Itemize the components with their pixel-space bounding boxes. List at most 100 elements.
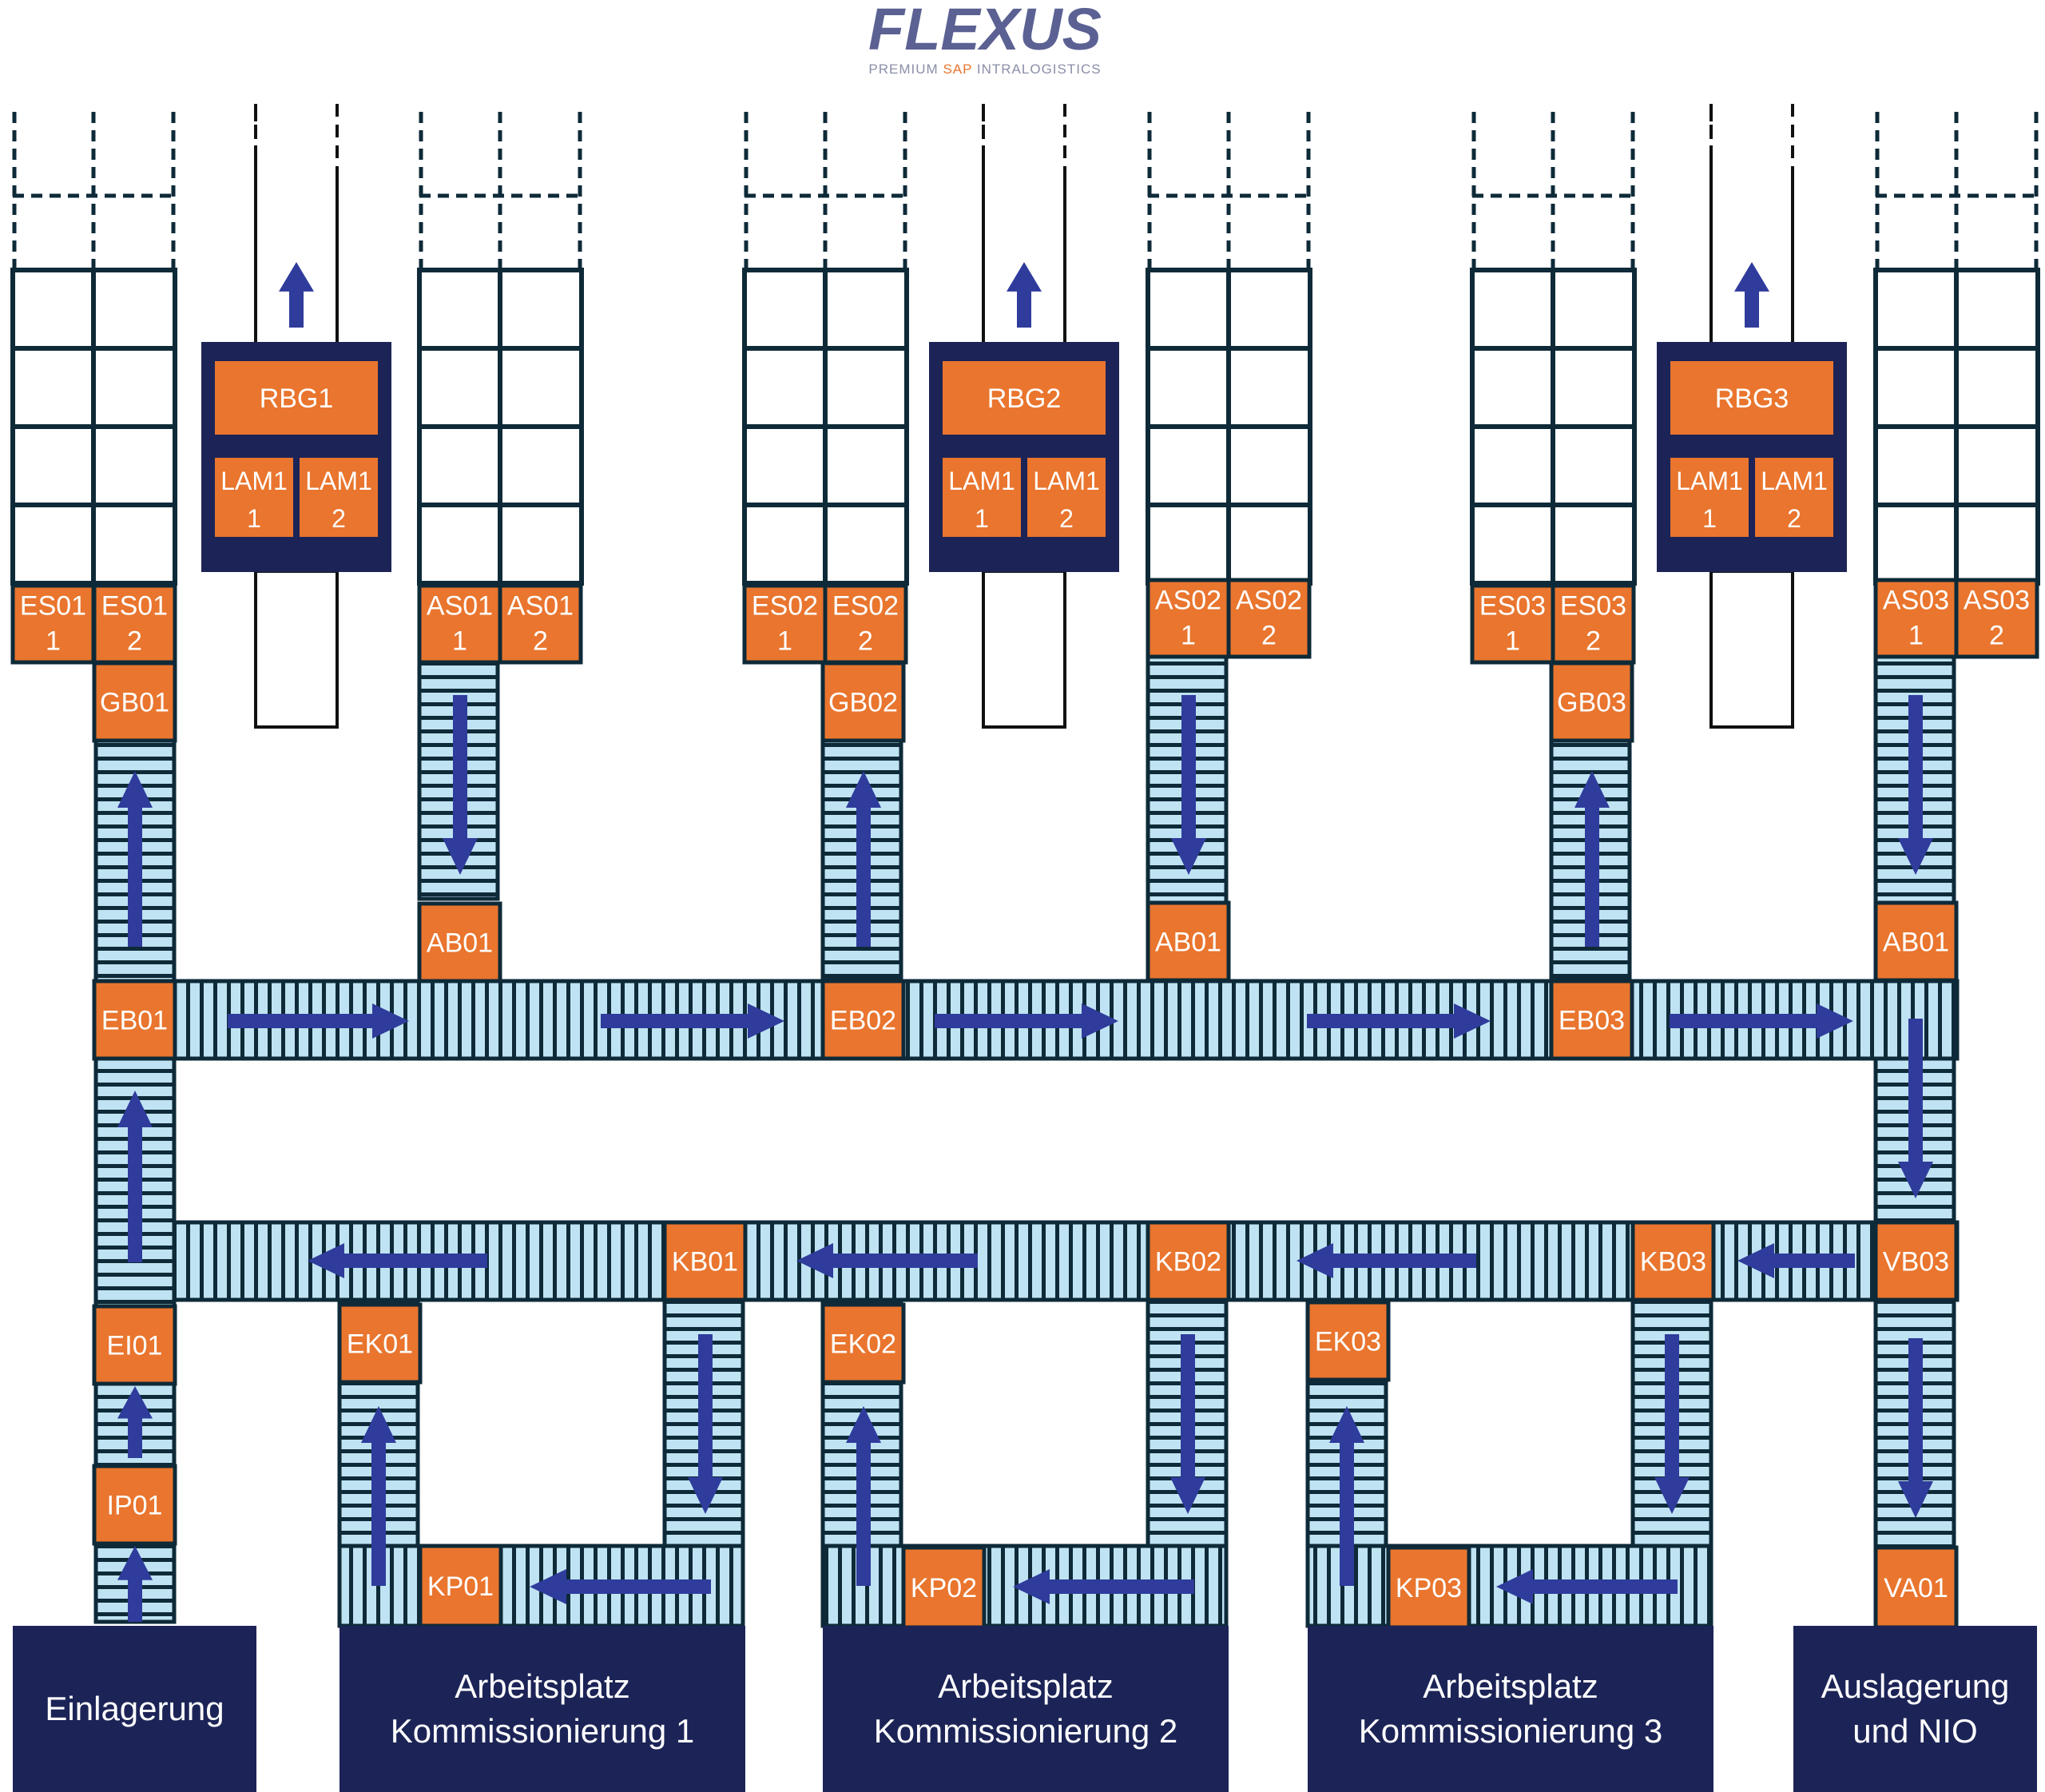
lam-number: 1 xyxy=(1702,504,1717,533)
arrow-up-icon xyxy=(117,771,153,947)
arrow-up-icon xyxy=(1329,1406,1364,1586)
lam-number: 2 xyxy=(332,504,346,533)
lam-number: 1 xyxy=(247,504,261,533)
point-eb02: EB02 xyxy=(820,979,906,1061)
lam-number: 2 xyxy=(1787,504,1801,533)
arrow-right-icon xyxy=(1307,1003,1491,1039)
station-label: KP02 xyxy=(911,1573,977,1603)
arrow-up-icon xyxy=(117,1546,153,1622)
station-label: ES03 xyxy=(1479,590,1546,621)
workstation-label: Arbeitsplatz xyxy=(455,1667,629,1705)
workstation-einlagerung: Einlagerung xyxy=(13,1626,256,1792)
station-number: 1 xyxy=(452,626,467,657)
storage-racks xyxy=(10,112,2040,586)
station-number: 2 xyxy=(127,626,142,657)
arrow-down-icon xyxy=(1654,1334,1690,1514)
station-label: KB01 xyxy=(672,1247,738,1277)
arrow-down-icon xyxy=(1170,1334,1205,1514)
aisle-lower-section xyxy=(982,570,1066,729)
arrow-up-icon xyxy=(117,1091,153,1262)
station-label: GB03 xyxy=(1557,688,1626,718)
arrow-right-icon xyxy=(228,1003,409,1039)
station-as01-1: AS01 1 xyxy=(417,583,502,665)
station-number: 2 xyxy=(533,626,548,657)
arrow-up-icon xyxy=(1734,262,1769,328)
arrow-up-icon xyxy=(361,1406,396,1586)
arrow-left-icon xyxy=(1737,1243,1855,1278)
station-label: AS02 xyxy=(1155,585,1221,615)
logo-tagline: PREMIUM SAP INTRALOGISTICS xyxy=(868,62,1101,77)
lam-label: LAM1 xyxy=(1676,467,1743,495)
station-as02-1: AS02 1 xyxy=(1146,578,1231,659)
station-label: ES03 xyxy=(1560,590,1626,621)
station-number: 1 xyxy=(1505,626,1520,657)
workstation-label: Arbeitsplatz xyxy=(938,1667,1113,1705)
point-kb02: KB02 xyxy=(1146,1220,1231,1302)
point-gb02: GB02 xyxy=(820,661,906,743)
station-label: EK02 xyxy=(830,1329,896,1360)
arrow-down-icon xyxy=(1898,695,1933,875)
point-vb03: VB03 xyxy=(1873,1220,1959,1302)
arrow-up-icon xyxy=(846,771,881,947)
rack-1-entry xyxy=(10,112,177,586)
load-handling-device xyxy=(300,458,378,537)
station-label: EB01 xyxy=(101,1006,168,1036)
arrow-up-icon xyxy=(1574,771,1610,947)
conveyor-stations: ES011ES012AS011AS012ES021ES022AS021AS022… xyxy=(10,578,2039,1630)
station-label: EI01 xyxy=(107,1331,163,1361)
station-label: AB01 xyxy=(1883,928,1949,958)
lam-label: LAM1 xyxy=(1033,467,1100,495)
station-label: KP03 xyxy=(1396,1573,1462,1603)
workstation-label: Kommissionierung 2 xyxy=(874,1712,1178,1750)
station-label: ES02 xyxy=(752,590,818,621)
station-label: AS03 xyxy=(1964,585,2030,615)
point-kp02: KP02 xyxy=(901,1545,987,1630)
arrow-up-icon xyxy=(1007,262,1042,328)
station-number: 2 xyxy=(1586,626,1601,657)
station-label: AB01 xyxy=(427,928,493,959)
rack-2-exit xyxy=(1146,112,1312,586)
lam-label: LAM1 xyxy=(948,467,1015,495)
arrow-left-icon xyxy=(1296,1243,1476,1278)
station-label: AS02 xyxy=(1236,585,1302,615)
station-label: KP01 xyxy=(427,1571,494,1602)
station-label: ES01 xyxy=(101,590,168,621)
station-label: EB03 xyxy=(1559,1006,1625,1036)
point-ab01: AB01 xyxy=(1873,900,1959,983)
workstation-label: Kommissionierung 3 xyxy=(1359,1712,1663,1750)
station-label: ES02 xyxy=(832,590,899,621)
station-label: AS01 xyxy=(427,590,493,621)
station-number: 1 xyxy=(46,626,61,657)
storage-retrieval-machines: RBG1LAM11LAM12RBG2LAM11LAM12RBG3LAM11LAM… xyxy=(201,104,1847,729)
station-number: 1 xyxy=(1181,621,1196,651)
rack-3-exit xyxy=(1873,112,2040,586)
rbg-title-box xyxy=(1670,361,1833,435)
load-handling-device xyxy=(1670,458,1749,537)
point-ab01: AB01 xyxy=(1146,900,1231,983)
station-label: EK01 xyxy=(347,1329,413,1360)
arrow-left-icon xyxy=(1013,1569,1194,1604)
rack-2-entry xyxy=(742,112,909,586)
arrow-down-icon xyxy=(443,695,478,875)
arrow-up-icon xyxy=(279,262,314,328)
load-handling-device xyxy=(1027,458,1106,537)
point-kb03: KB03 xyxy=(1630,1220,1716,1302)
arrow-right-icon xyxy=(1670,1003,1853,1039)
load-handling-device xyxy=(215,458,293,537)
rbg-label: RBG3 xyxy=(1715,383,1789,414)
aisle-lower-section xyxy=(1709,570,1794,729)
lam-number: 1 xyxy=(975,504,989,533)
lam-label: LAM1 xyxy=(305,467,372,495)
arrow-down-icon xyxy=(1898,1338,1933,1518)
